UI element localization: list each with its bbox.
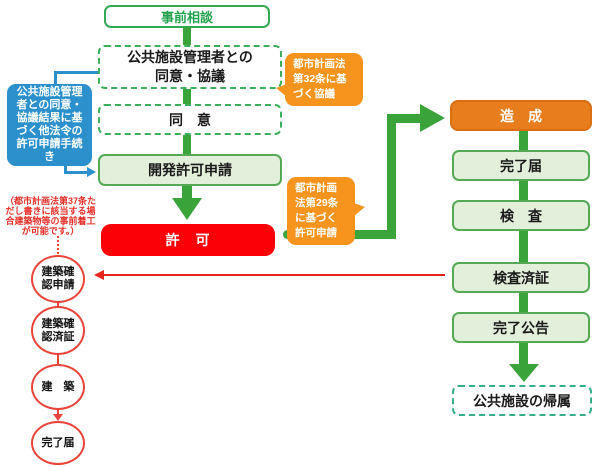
connector-inspection-certificate — [519, 231, 528, 262]
step-grading-label: 造 成 — [500, 107, 542, 124]
step-manager-agreement-line2: 同意・協議 — [155, 68, 225, 84]
step-completion-notice: 完了公告 — [452, 312, 590, 343]
step-permission: 許 可 — [101, 224, 275, 256]
circle-completion-report: 完了届 — [31, 421, 85, 465]
step-consent-label: 同 意 — [169, 111, 211, 128]
step-completion-notice-label: 完了公告 — [493, 319, 549, 336]
blue-arrow-head — [87, 167, 96, 177]
step-inspection: 検 査 — [452, 200, 590, 231]
circle-arrow-head — [53, 414, 63, 421]
connector-agreement-to-consent — [183, 89, 191, 105]
step-development-application-label: 開発許可申請 — [148, 162, 232, 178]
step-inspection-certificate: 検査済証 — [452, 262, 590, 293]
step-public-facility-transfer: 公共施設の帰属 — [452, 385, 592, 416]
callout-article29-label: 都市計画法第29条に基づく許可申請 — [295, 182, 339, 239]
connector-report-inspection — [519, 181, 528, 200]
step-inspection-label: 検 査 — [500, 207, 542, 224]
step-completion-report-label: 完了届 — [500, 157, 542, 174]
circle-construction: 建 築 — [31, 364, 85, 410]
blue-connector-bottom-vertical — [64, 166, 67, 174]
connector-prior-to-agreement — [183, 27, 191, 46]
circle-completion-report-label: 完了届 — [41, 436, 75, 449]
step-completion-report: 完了届 — [452, 150, 590, 181]
connector-certificate-notice — [519, 293, 528, 312]
arrow-notice-transfer-head — [509, 364, 539, 382]
red-return-arrow-head — [94, 270, 104, 280]
step-prior-consultation-label: 事前相談 — [160, 10, 213, 25]
red-dotted-connector — [57, 236, 59, 254]
blue-connector-bottom-horizontal — [64, 171, 88, 174]
circle-connector-2 — [57, 354, 59, 365]
blue-connector-top-vertical — [54, 71, 57, 85]
step-inspection-certificate-label: 検査済証 — [493, 269, 549, 286]
step-consent: 同 意 — [98, 104, 282, 135]
step-manager-agreement-line1: 公共施設管理者との — [127, 49, 253, 65]
blue-connector-top-horizontal — [54, 71, 98, 74]
step-public-facility-transfer-label: 公共施設の帰属 — [473, 392, 571, 409]
arrow-application-to-permission-shaft — [182, 186, 192, 199]
elbow-top-horizontal — [387, 114, 421, 123]
article37-note: （都市計画法第37条ただし書きに該当する場合建築物等の事前着工が可能です。） — [4, 196, 96, 236]
circle-construction-label: 建 築 — [41, 380, 75, 393]
elbow-arrow-head — [420, 104, 445, 132]
callout-article29-tail — [354, 203, 365, 216]
callout-article29: 都市計画法第29条に基づく許可申請 — [287, 177, 355, 245]
connector-grading-report — [519, 131, 528, 150]
other-law-procedure-box: 公共施設管理者との同意・協議結果に基づく他法令の許可申請手続き — [7, 84, 92, 166]
circle-arrow-shaft — [57, 409, 59, 415]
callout-article32: 都市計画法第32条に基づく協議 — [285, 53, 363, 106]
step-manager-agreement: 公共施設管理者との 同意・協議 — [98, 45, 282, 89]
arrow-notice-transfer-shaft — [519, 343, 528, 366]
step-development-application: 開発許可申請 — [98, 154, 282, 186]
callout-article32-tail — [276, 84, 287, 97]
circle-connector-1 — [57, 302, 59, 307]
connector-consent-to-application — [183, 135, 191, 154]
arrow-application-to-permission-head — [172, 198, 202, 220]
step-prior-consultation: 事前相談 — [104, 5, 270, 28]
circle-confirmation-certificate: 建築確認済証 — [31, 306, 85, 355]
circle-confirmation-certificate-label: 建築確認済証 — [41, 317, 75, 343]
step-permission-label: 許 可 — [165, 232, 211, 248]
red-return-arrow-shaft — [102, 274, 445, 276]
step-grading: 造 成 — [450, 100, 592, 131]
circle-building-confirmation-application: 建築確認申請 — [31, 255, 85, 303]
elbow-vertical — [387, 114, 396, 239]
other-law-procedure-label: 公共施設管理者との同意・協議結果に基づく他法令の許可申請手続き — [16, 86, 83, 163]
callout-article32-label: 都市計画法第32条に基づく協議 — [293, 58, 347, 100]
circle-building-confirmation-application-label: 建築確認申請 — [41, 266, 75, 291]
